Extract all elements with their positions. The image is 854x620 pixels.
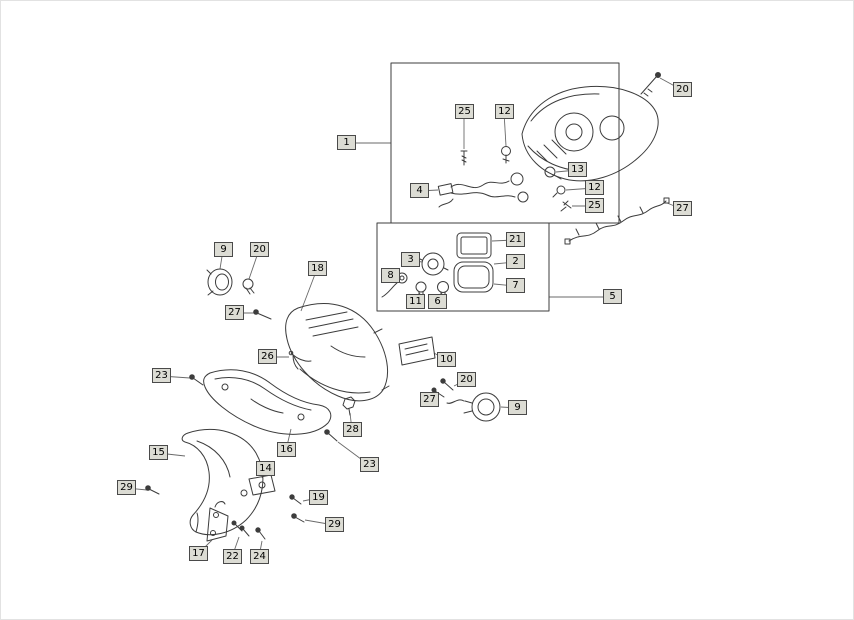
bulb-icon	[544, 166, 562, 180]
callout-label-6-15[interactable]: 6	[428, 294, 447, 309]
screw-icon	[255, 527, 266, 540]
callout-label-20-24[interactable]: 20	[457, 372, 476, 387]
callout-label-1-0[interactable]: 1	[337, 135, 356, 150]
bracket-art	[248, 474, 276, 496]
callout-label-21-9[interactable]: 21	[506, 232, 525, 247]
callout-label-7-13[interactable]: 7	[506, 278, 525, 293]
callout-label-12-3[interactable]: 12	[495, 104, 514, 119]
callout-label-16-29[interactable]: 16	[277, 442, 296, 457]
headlamp-art	[521, 85, 659, 182]
callout-label-2-11[interactable]: 2	[506, 254, 525, 269]
screw-icon	[440, 378, 454, 391]
round-reflector-art	[446, 392, 501, 422]
callout-label-27-8[interactable]: 27	[673, 201, 692, 216]
support-bracket-art	[206, 501, 229, 542]
callout-label-18-20[interactable]: 18	[308, 261, 327, 276]
callout-label-17-35[interactable]: 17	[189, 546, 208, 561]
callout-label-25-2[interactable]: 25	[455, 104, 474, 119]
callout-label-29-33[interactable]: 29	[117, 480, 136, 495]
bulb-socket-icon	[501, 146, 511, 164]
wiring-harness-headlamp-art	[437, 172, 529, 208]
screw-icon	[560, 200, 572, 212]
callout-label-9-17[interactable]: 9	[214, 242, 233, 257]
screw-icon	[640, 72, 661, 97]
inner-fender-art	[203, 369, 332, 435]
front-mudguard-art	[181, 429, 264, 536]
callout-label-27-19[interactable]: 27	[225, 305, 244, 320]
callout-label-15-27[interactable]: 15	[149, 445, 168, 460]
callout-label-26-21[interactable]: 26	[258, 349, 277, 364]
number-plate-art	[398, 336, 436, 366]
bulb-icon	[242, 278, 255, 295]
socket-icon	[552, 185, 566, 198]
callout-label-25-7[interactable]: 25	[585, 198, 604, 213]
callout-label-11-14[interactable]: 11	[406, 294, 425, 309]
callout-label-23-30[interactable]: 23	[360, 457, 379, 472]
callout-label-29-34[interactable]: 29	[325, 517, 344, 532]
taillight-housing-art	[456, 232, 492, 259]
callout-label-4-4[interactable]: 4	[410, 183, 429, 198]
nut-icon	[342, 396, 356, 416]
cable-clip-art	[288, 350, 312, 370]
callout-label-23-23[interactable]: 23	[152, 368, 171, 383]
callout-label-19-32[interactable]: 19	[309, 490, 328, 505]
screw-icon	[253, 309, 272, 320]
callout-label-9-26[interactable]: 9	[508, 400, 527, 415]
turn-signal-lens-art	[206, 268, 233, 296]
cable-harness-art	[564, 197, 670, 245]
taillight-assembly-box	[376, 222, 550, 312]
screw-icon	[460, 150, 468, 166]
screw-icon	[324, 429, 338, 442]
leader-line-18-20	[300, 268, 318, 312]
callout-label-12-6[interactable]: 12	[585, 180, 604, 195]
callout-label-13-5[interactable]: 13	[568, 162, 587, 177]
screw-icon	[189, 374, 204, 386]
callout-label-22-36[interactable]: 22	[223, 549, 242, 564]
callout-label-24-37[interactable]: 24	[250, 549, 269, 564]
callout-label-28-28[interactable]: 28	[343, 422, 362, 437]
rear-fairing-art	[285, 303, 390, 402]
callout-label-27-25[interactable]: 27	[420, 392, 439, 407]
callout-label-14-31[interactable]: 14	[256, 461, 275, 476]
screw-icon	[145, 485, 160, 495]
callout-label-3-10[interactable]: 3	[401, 252, 420, 267]
callout-label-5-16[interactable]: 5	[603, 289, 622, 304]
callout-label-10-22[interactable]: 10	[437, 352, 456, 367]
screw-icon	[289, 494, 302, 505]
bulb-holder-art	[417, 252, 449, 276]
screw-pair-icon	[231, 520, 250, 537]
screw-icon	[291, 513, 305, 523]
callout-label-20-18[interactable]: 20	[250, 242, 269, 257]
leader-lines-layer	[125, 77, 683, 558]
callout-label-20-1[interactable]: 20	[673, 82, 692, 97]
taillight-gasket-art	[453, 261, 494, 293]
callout-label-8-12[interactable]: 8	[381, 268, 400, 283]
